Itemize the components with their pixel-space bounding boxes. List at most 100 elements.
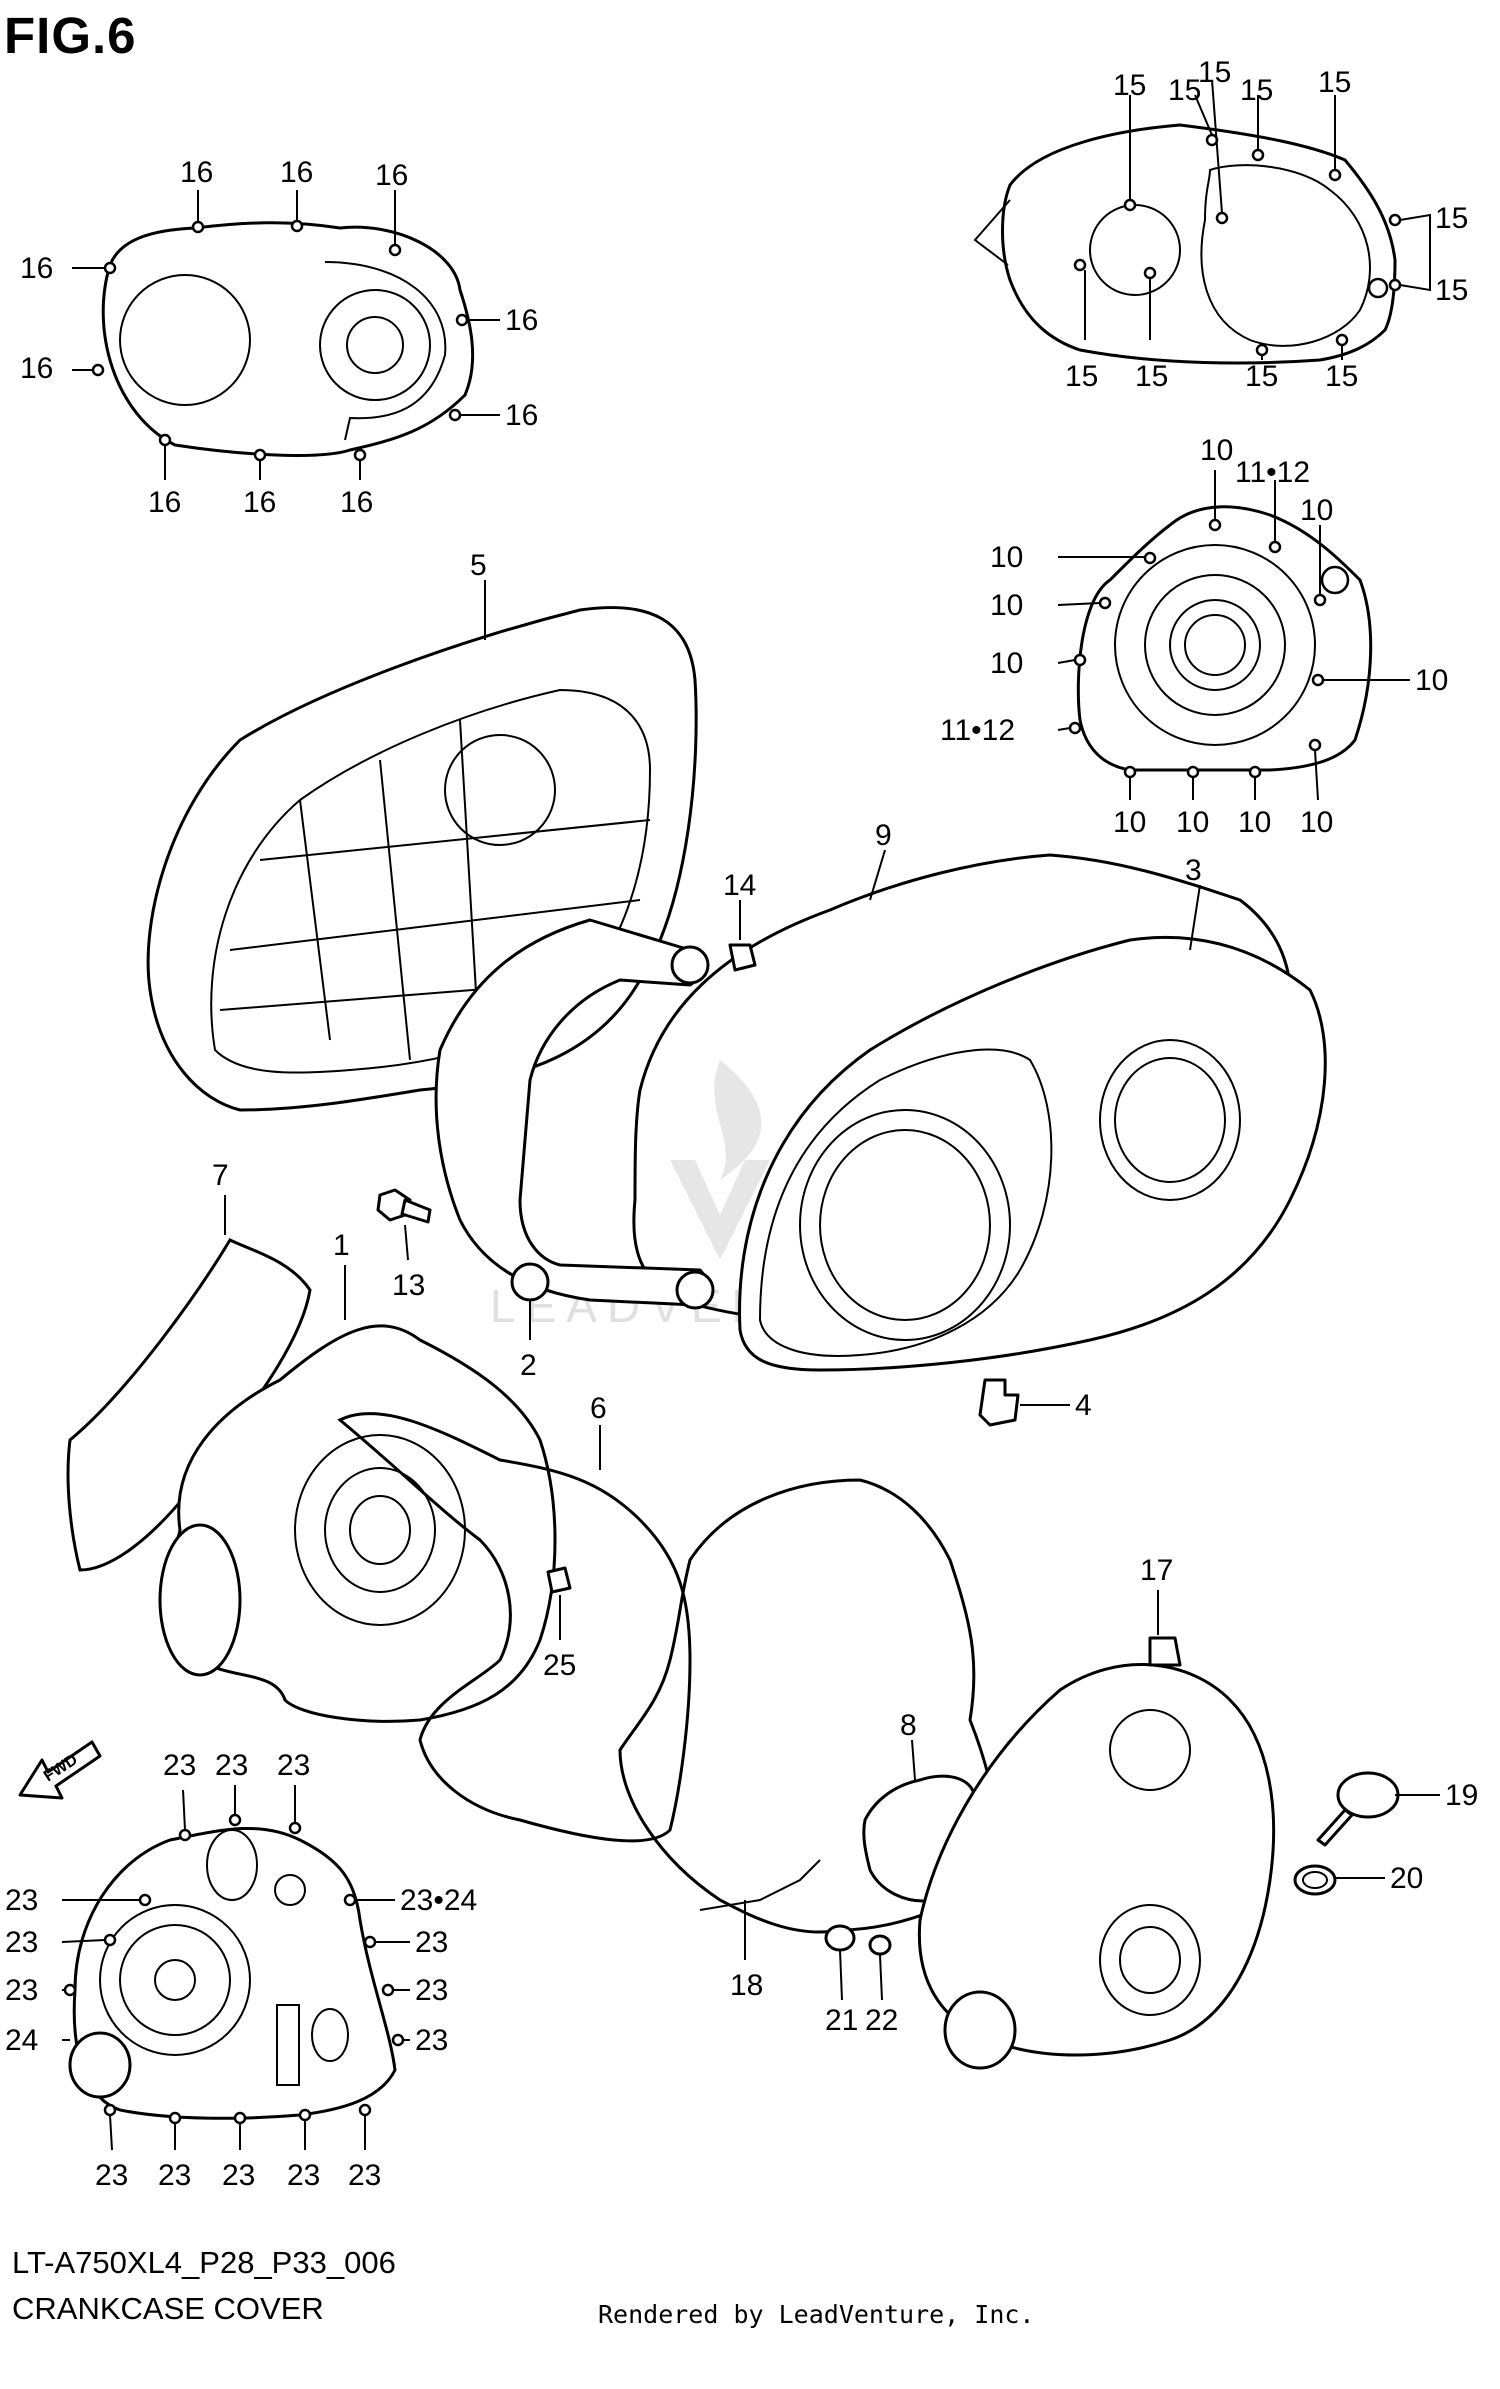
callout-18: 18 [730,1969,763,2002]
callout-2: 2 [520,1349,537,1382]
svg-text:24: 24 [5,2024,38,2057]
fwd-arrow-icon: FWD [18,1740,102,1800]
cover-part-3[interactable] [738,936,1327,1372]
callout-22: 22 [865,2004,898,2037]
svg-text:15: 15 [1198,56,1231,89]
svg-text:23•24: 23•24 [400,1884,477,1917]
svg-text:10: 10 [1300,494,1333,527]
svg-text:15: 15 [1113,69,1146,102]
plug-part-21[interactable] [824,1924,856,1952]
washer-part-22[interactable] [868,1934,892,1956]
svg-text:23: 23 [222,2159,255,2192]
bolt-holes-23 [63,1813,405,2125]
svg-text:16: 16 [180,156,213,189]
figure-title: FIG.6 [4,7,137,64]
svg-text:15: 15 [1245,360,1278,393]
leader-9 [869,849,886,901]
svg-text:11•12: 11•12 [1235,456,1310,489]
leader-8 [911,1739,916,1781]
callouts-15: 15 15 15 15 15 15 15 15 15 15 15 [1065,56,1468,393]
leaders-15 [1084,79,1431,360]
cover-part-17[interactable] [917,1636,1276,2070]
svg-text:23: 23 [215,1749,248,1782]
render-credit: Rendered by LeadVenture, Inc. [598,2300,1035,2329]
svg-text:16: 16 [243,486,276,519]
svg-text:23: 23 [287,2159,320,2192]
callout-9: 9 [875,819,892,852]
svg-text:11•12: 11•12 [940,714,1015,747]
svg-text:16: 16 [505,304,538,337]
leader-21 [839,1949,843,2001]
svg-text:16: 16 [375,159,408,192]
svg-text:23: 23 [163,1749,196,1782]
svg-text:10: 10 [1238,806,1271,839]
svg-text:16: 16 [280,156,313,189]
bolt-part-13[interactable] [376,1188,432,1224]
cover-part-16[interactable] [101,221,475,457]
svg-text:23: 23 [5,1974,38,2007]
svg-text:16: 16 [20,252,53,285]
callout-20: 20 [1390,1862,1423,1895]
gasket-part-10[interactable] [1076,505,1373,772]
callouts-10: 10 11•12 10 10 10 10 10 11•12 10 10 10 1… [940,434,1448,839]
svg-text:23: 23 [95,2159,128,2192]
cover-part-23[interactable] [68,1826,397,2120]
svg-text:23: 23 [415,2024,448,2057]
case-part-1[interactable] [158,1324,557,1723]
leader-22 [879,1954,883,2001]
svg-text:16: 16 [148,486,181,519]
callout-21: 21 [825,2004,858,2037]
oring-part-20[interactable] [1293,1864,1337,1896]
callout-8: 8 [900,1709,917,1742]
callout-3: 3 [1185,854,1202,887]
svg-text:10: 10 [990,541,1023,574]
outer-cover-part-5[interactable] [146,606,698,1112]
model-code: LT-A750XL4_P28_P33_006 [12,2245,396,2280]
dowel-part-25[interactable] [546,1566,572,1594]
bolt-holes-10 [1068,518,1327,779]
svg-text:15: 15 [1135,360,1168,393]
callout-19: 19 [1445,1779,1478,1812]
svg-text:10: 10 [1415,664,1448,697]
bracket-part-2[interactable] [434,918,715,1310]
svg-text:23: 23 [415,1974,448,2007]
gasket-part-7[interactable] [66,1238,312,1572]
svg-text:23: 23 [158,2159,191,2192]
svg-text:10: 10 [1200,434,1233,467]
svg-text:15: 15 [1435,202,1468,235]
gasket-part-6[interactable] [337,1412,692,1843]
svg-text:23: 23 [277,1749,310,1782]
gasket-part-15[interactable] [973,123,1397,365]
svg-text:10: 10 [1176,806,1209,839]
svg-text:23: 23 [5,1926,38,1959]
callout-13: 13 [392,1269,425,1302]
leaders-16 [72,190,500,480]
leader-3 [1189,884,1201,951]
svg-text:15: 15 [1168,74,1201,107]
plug-part-4[interactable] [978,1378,1020,1427]
callout-14: 14 [723,869,756,902]
leaders-23 [61,1785,410,2151]
svg-text:15: 15 [1325,360,1358,393]
svg-text:23: 23 [415,1926,448,1959]
svg-text:23: 23 [5,1884,38,1917]
callout-5: 5 [470,549,487,582]
section-name: CRANKCASE COVER [12,2291,324,2326]
callout-25: 25 [543,1649,576,1682]
svg-text:10: 10 [1113,806,1146,839]
svg-text:10: 10 [990,589,1023,622]
svg-text:15: 15 [1318,66,1351,99]
cap-part-19[interactable] [1316,1771,1400,1847]
svg-text:23: 23 [348,2159,381,2192]
svg-text:16: 16 [505,399,538,432]
callouts-23: 23 23 23 23 23•24 23 23 23 23 24 23 23 2… [5,1749,477,2192]
dowel-part-14[interactable] [728,943,757,972]
callout-6: 6 [590,1392,607,1425]
svg-text:16: 16 [20,352,53,385]
callout-7: 7 [212,1159,229,1192]
svg-text:15: 15 [1435,274,1468,307]
callout-4: 4 [1075,1389,1092,1422]
svg-text:10: 10 [990,647,1023,680]
svg-text:10: 10 [1300,806,1333,839]
